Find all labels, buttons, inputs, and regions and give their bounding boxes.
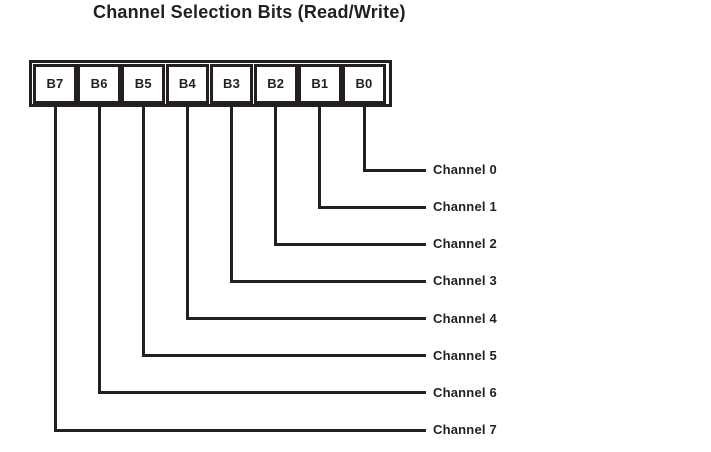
bit-cell: B5 bbox=[121, 63, 166, 104]
bit-label: B5 bbox=[134, 76, 152, 92]
bit-cell: B0 bbox=[342, 63, 386, 104]
bit-label: B6 bbox=[90, 76, 108, 92]
channel-label: Channel 1 bbox=[433, 199, 497, 215]
connector-vertical-line bbox=[97, 103, 101, 395]
bit-cell: B7 bbox=[33, 63, 77, 104]
channel-label: Channel 4 bbox=[433, 310, 497, 326]
connector-horizontal-line bbox=[53, 428, 426, 432]
connector-vertical-line bbox=[230, 103, 234, 283]
connector-vertical-line bbox=[318, 103, 322, 209]
connector-horizontal-line bbox=[362, 168, 426, 172]
connector-horizontal-line bbox=[97, 391, 426, 395]
connector-horizontal-line bbox=[185, 317, 426, 321]
connector-horizontal-line bbox=[230, 279, 426, 283]
bit-label: B7 bbox=[46, 76, 64, 92]
channel-label: Channel 2 bbox=[433, 236, 497, 252]
channel-label: Channel 5 bbox=[433, 347, 497, 363]
channel-label: Channel 0 bbox=[433, 162, 497, 177]
connector-vertical-line bbox=[53, 103, 57, 432]
page-title: Channel Selection Bits (Read/Write) bbox=[93, 2, 406, 22]
connector-horizontal-line bbox=[318, 205, 426, 209]
connector-horizontal-line bbox=[141, 354, 426, 358]
bit-label: B4 bbox=[178, 76, 196, 92]
bit-label: B1 bbox=[311, 76, 329, 92]
bit-cell: B4 bbox=[165, 63, 210, 104]
connector-vertical-line bbox=[362, 103, 366, 172]
bit-label: B0 bbox=[355, 76, 373, 92]
bit-label: B2 bbox=[267, 76, 285, 92]
connector-vertical-line bbox=[185, 103, 189, 321]
channel-label: Channel 7 bbox=[433, 422, 497, 437]
connector-vertical-line bbox=[141, 103, 145, 358]
bit-cell: B1 bbox=[298, 63, 342, 104]
bit-cell: B3 bbox=[209, 63, 254, 104]
bit-cell: B2 bbox=[253, 63, 298, 104]
bit-cell: B6 bbox=[77, 63, 121, 104]
channel-label: Channel 3 bbox=[433, 273, 497, 289]
bit-register bbox=[29, 60, 392, 107]
channel-label: Channel 6 bbox=[433, 384, 497, 400]
connector-vertical-line bbox=[274, 103, 278, 246]
bit-label: B3 bbox=[223, 76, 241, 92]
connector-horizontal-line bbox=[274, 242, 426, 246]
